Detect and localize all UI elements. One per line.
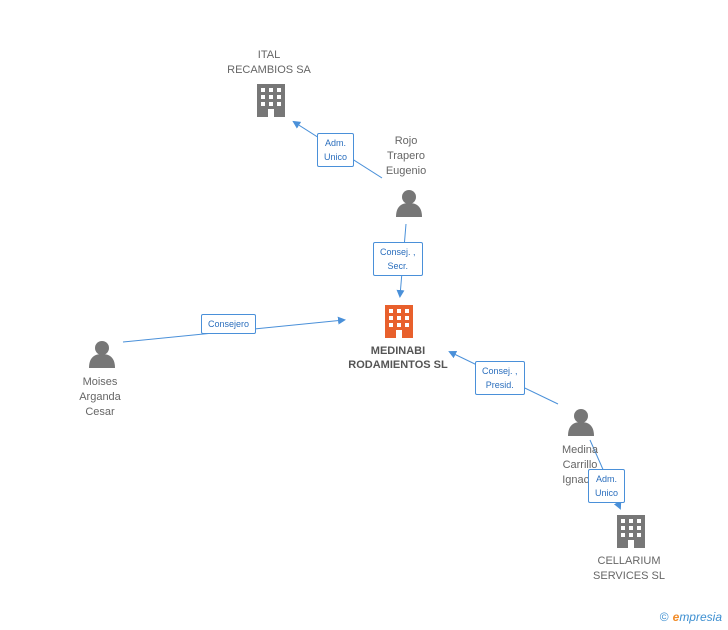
center-company-label: MEDINABI RODAMIENTOS SL — [348, 345, 448, 371]
building-icon — [617, 515, 645, 548]
company-node-ital[interactable]: ITAL RECAMBIOS SA — [214, 48, 324, 78]
copyright-icon: © — [659, 610, 669, 624]
relation-badge[interactable]: Consej. , Presid. — [475, 361, 525, 395]
relation-badge[interactable]: Consejero — [201, 314, 257, 334]
person-node-rojo[interactable]: Rojo Trapero Eugenio — [370, 134, 442, 179]
company-node-cellarium[interactable]: CELLARIUM SERVICES SL — [578, 554, 680, 584]
building-icon-highlight — [385, 305, 413, 338]
person-node-moises[interactable]: Moises Arganda Cesar — [64, 375, 136, 420]
person-label: Moises Arganda Cesar — [79, 376, 121, 418]
company-node-center[interactable]: MEDINABI RODAMIENTOS SL — [328, 344, 468, 372]
person-icon — [89, 341, 115, 368]
building-icon — [257, 84, 285, 117]
person-label: Rojo Trapero Eugenio — [385, 135, 427, 177]
company-label: CELLARIUM SERVICES SL — [593, 555, 665, 582]
brand-logo-text: mpresia — [679, 610, 722, 624]
company-label: ITAL RECAMBIOS SA — [227, 49, 311, 76]
relation-badge[interactable]: Adm. Unico — [317, 133, 355, 167]
relation-badge[interactable]: Adm. Unico — [588, 469, 626, 503]
person-icon — [396, 190, 422, 217]
relation-badge[interactable]: Consej. , Secr. — [373, 242, 423, 276]
brand-logo-e: e — [672, 610, 680, 624]
brand-footer[interactable]: ©empresia — [660, 610, 722, 624]
person-icon — [568, 409, 594, 436]
